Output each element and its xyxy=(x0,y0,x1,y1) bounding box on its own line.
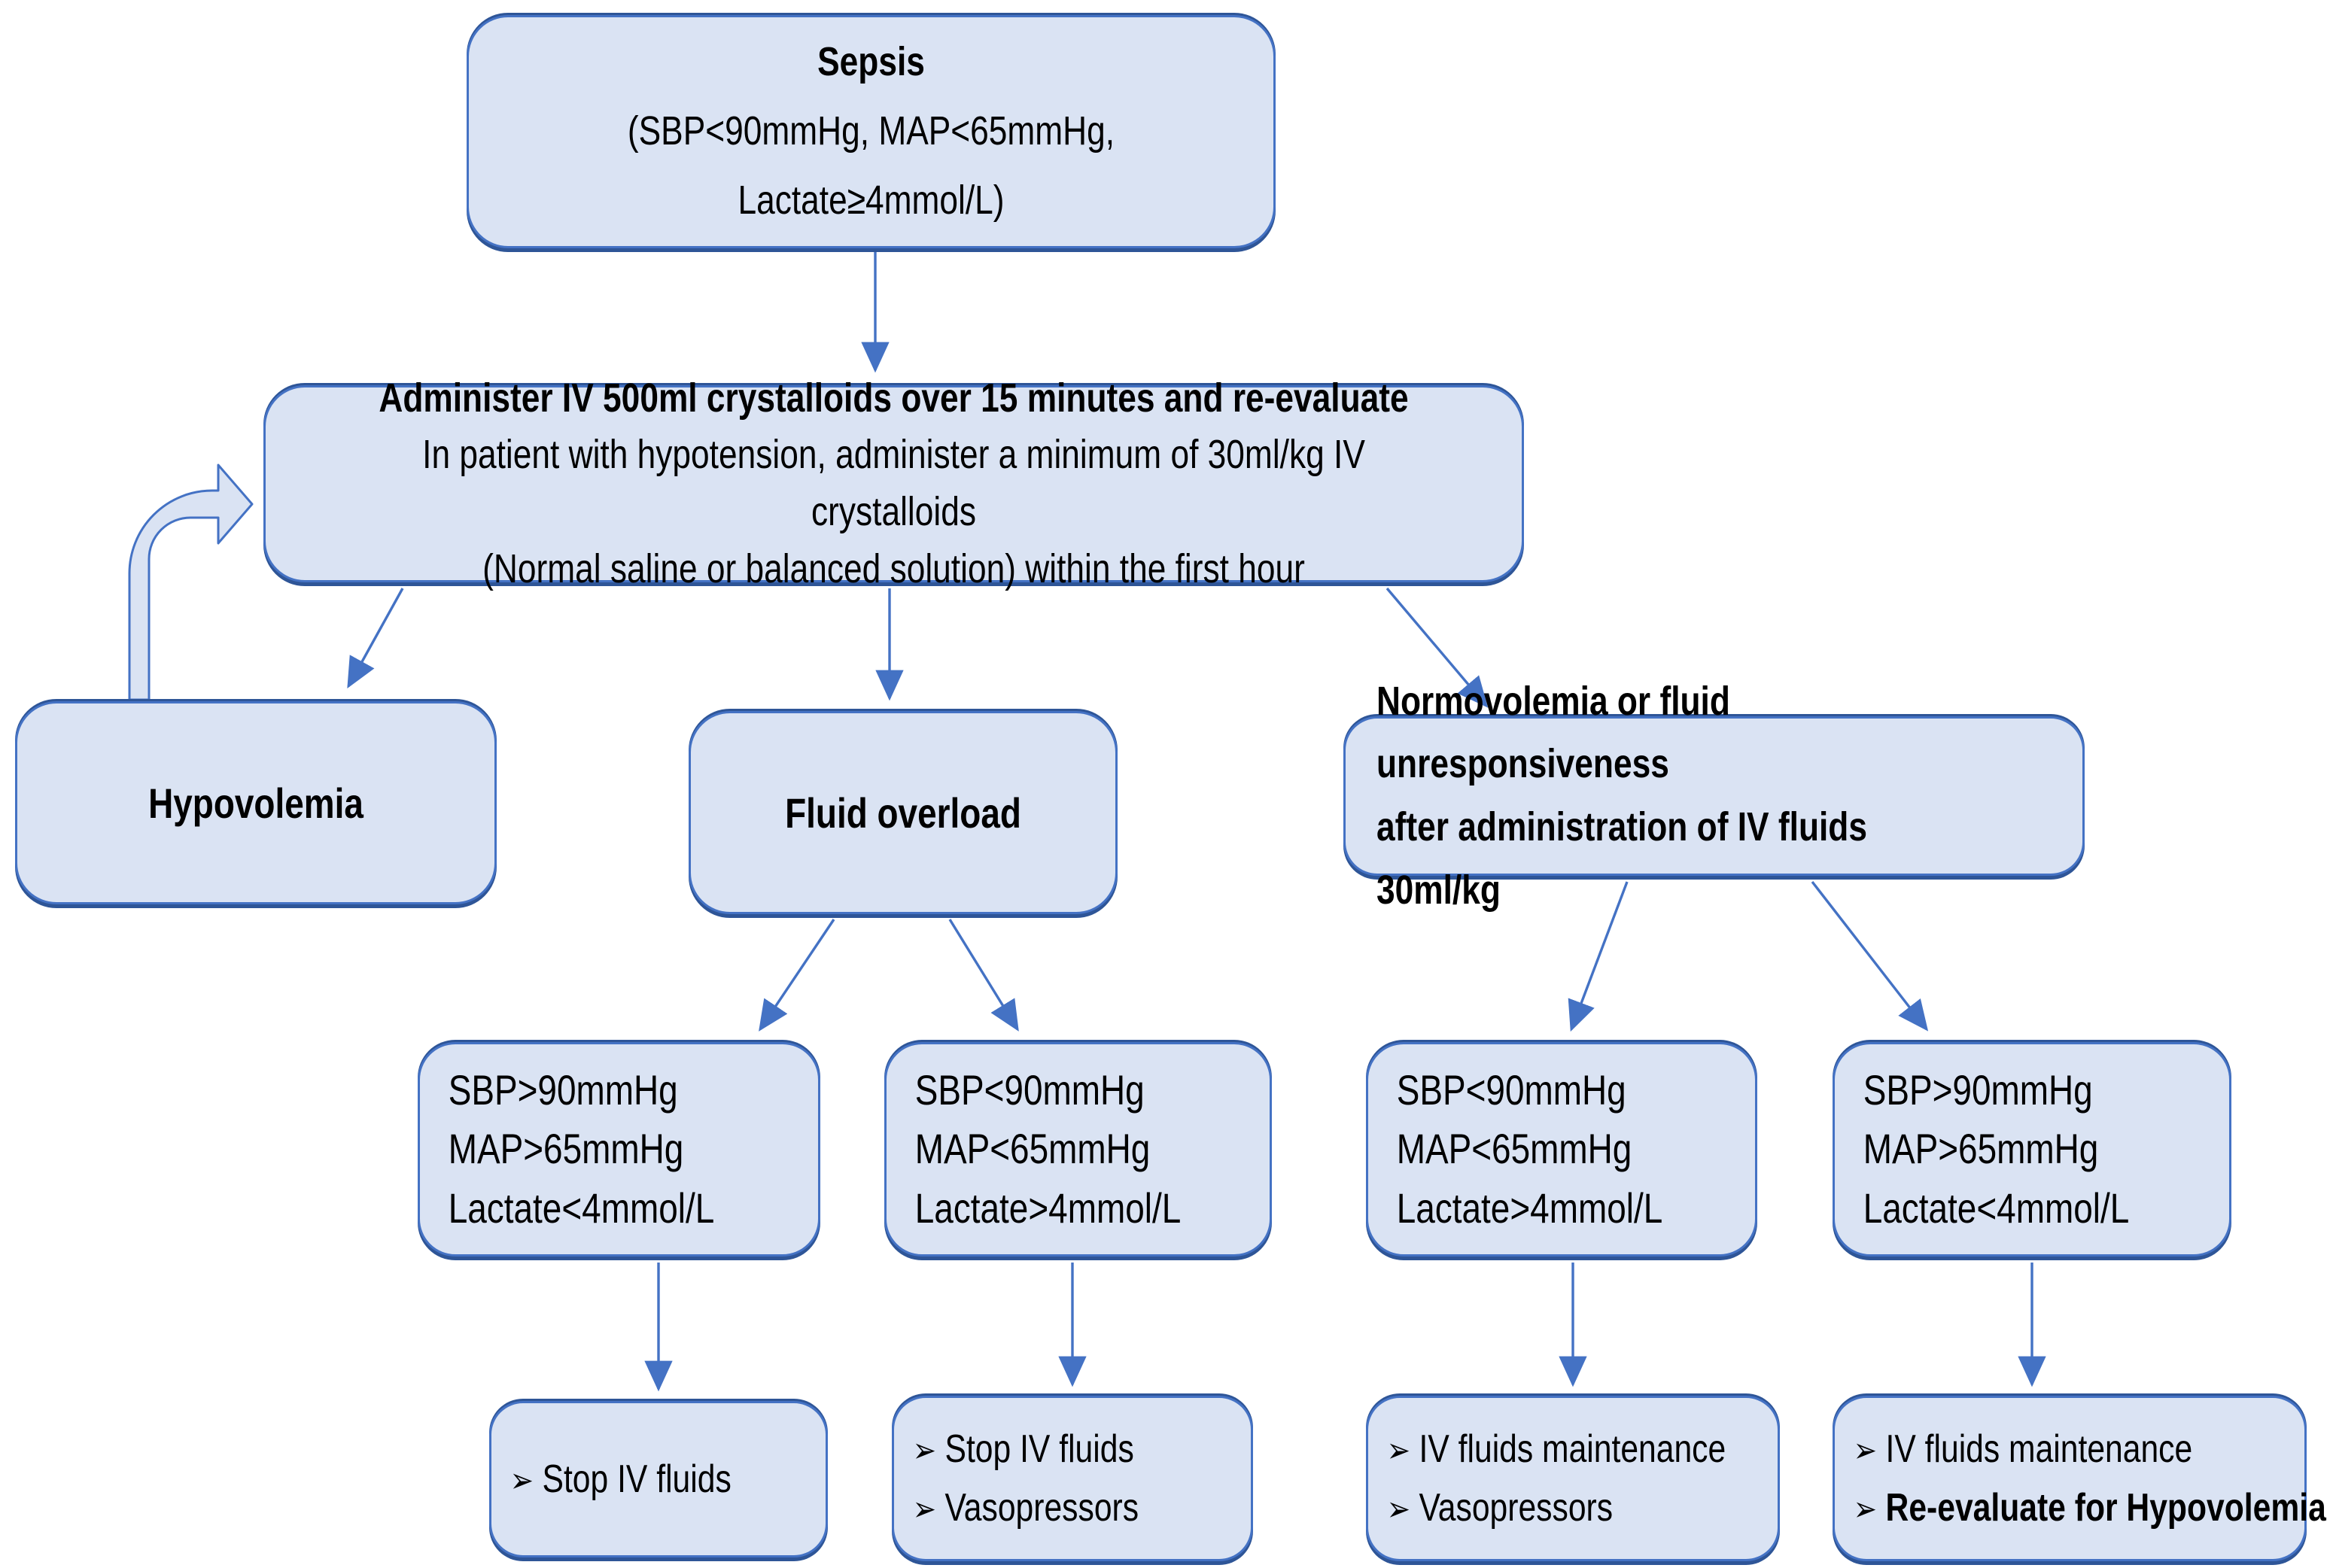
criteria4-map: MAP>65mmHg xyxy=(1863,1125,2099,1173)
node-sepsis: Sepsis (SBP<90mmHg, MAP<65mmHg, Lactate≥… xyxy=(467,15,1276,248)
hypovolemia-label: Hypovolemia xyxy=(148,779,363,827)
arrow-fluid-overload-to-criteria2 xyxy=(948,919,1019,1032)
node-criteria-1: SBP>90mmHg MAP>65mmHg Lactate<4mmol/L xyxy=(418,1042,820,1257)
criteria3-map: MAP<65mmHg xyxy=(1396,1125,1632,1173)
criteria2-sbp: SBP<90mmHg xyxy=(914,1065,1145,1114)
action3-item1: ➢IV fluids maintenance xyxy=(1386,1427,1726,1471)
action2-item2: ➢Vasopressors xyxy=(912,1486,1139,1530)
action1-item1: ➢Stop IV fluids xyxy=(509,1457,732,1501)
action4-item1: ➢IV fluids maintenance xyxy=(1853,1427,2193,1471)
node-criteria-2: SBP<90mmHg MAP<65mmHg Lactate>4mmol/L xyxy=(884,1042,1272,1257)
node-action-2: ➢Stop IV fluids ➢Vasopressors xyxy=(892,1396,1253,1561)
arrow-administer-to-normovolemia xyxy=(1386,587,1489,708)
action3-item2: ➢Vasopressors xyxy=(1386,1486,1614,1530)
arrow-bullet-icon: ➢ xyxy=(1386,1430,1411,1470)
arrow-fluid-overload-to-criteria1 xyxy=(759,919,835,1032)
node-administer: Administer IV 500ml crystalloids over 15… xyxy=(263,375,1524,591)
arrow-bullet-icon: ➢ xyxy=(509,1460,534,1500)
arrow-normovolemia-to-criteria3 xyxy=(1568,881,1629,1032)
criteria3-sbp: SBP<90mmHg xyxy=(1396,1065,1626,1114)
arrow-bullet-icon: ➢ xyxy=(1853,1489,1878,1529)
arrow-bullet-icon: ➢ xyxy=(1853,1430,1878,1470)
node-hypovolemia: Hypovolemia xyxy=(15,701,497,904)
administer-line1: Administer IV 500ml crystalloids over 15… xyxy=(379,375,1409,421)
node-action-4: ➢IV fluids maintenance ➢Re-evaluate for … xyxy=(1833,1396,2326,1561)
normovolemia-line1: Normovolemia or fluid unresponsiveness xyxy=(1376,678,1730,787)
administer-line2: In patient with hypotension, administer … xyxy=(422,432,1365,534)
node-criteria-3: SBP<90mmHg MAP<65mmHg Lactate>4mmol/L xyxy=(1366,1042,1757,1257)
criteria2-lactate: Lactate>4mmol/L xyxy=(914,1184,1182,1232)
arrow-bullet-icon: ➢ xyxy=(912,1430,937,1470)
node-action-3: ➢IV fluids maintenance ➢Vasopressors xyxy=(1366,1396,1780,1561)
arrow-normovolemia-to-criteria4 xyxy=(1811,880,1929,1032)
sepsis-criteria: (SBP<90mmHg, MAP<65mmHg, Lactate≥4mmol/L… xyxy=(627,108,1115,223)
node-fluid-overload: Fluid overload xyxy=(689,711,1118,914)
criteria4-sbp: SBP>90mmHg xyxy=(1863,1065,2093,1114)
sepsis-title: Sepsis xyxy=(817,39,925,85)
action2-item1: ➢Stop IV fluids xyxy=(912,1427,1134,1471)
criteria1-sbp: SBP>90mmHg xyxy=(448,1065,678,1114)
arrow-bullet-icon: ➢ xyxy=(1386,1489,1411,1529)
loopback-block-arrow xyxy=(128,463,254,701)
criteria2-map: MAP<65mmHg xyxy=(914,1125,1151,1173)
action4-item2: ➢Re-evaluate for Hypovolemia xyxy=(1853,1486,2326,1530)
node-action-1: ➢Stop IV fluids xyxy=(489,1401,828,1557)
administer-line3: (Normal saline or balanced solution) wit… xyxy=(482,545,1305,591)
criteria1-map: MAP>65mmHg xyxy=(448,1125,684,1173)
normovolemia-line2: after administration of IV fluids 30ml/k… xyxy=(1376,804,1867,913)
node-normovolemia: Normovolemia or fluid unresponsiveness a… xyxy=(1343,679,2085,913)
criteria1-lactate: Lactate<4mmol/L xyxy=(448,1184,715,1232)
criteria4-lactate: Lactate<4mmol/L xyxy=(1863,1184,2130,1232)
criteria3-lactate: Lactate>4mmol/L xyxy=(1396,1184,1663,1232)
node-criteria-4: SBP>90mmHg MAP>65mmHg Lactate<4mmol/L xyxy=(1833,1042,2231,1257)
fluid-overload-label: Fluid overload xyxy=(785,789,1021,837)
arrow-administer-to-hypovolemia xyxy=(347,588,404,688)
arrow-bullet-icon: ➢ xyxy=(912,1489,937,1529)
